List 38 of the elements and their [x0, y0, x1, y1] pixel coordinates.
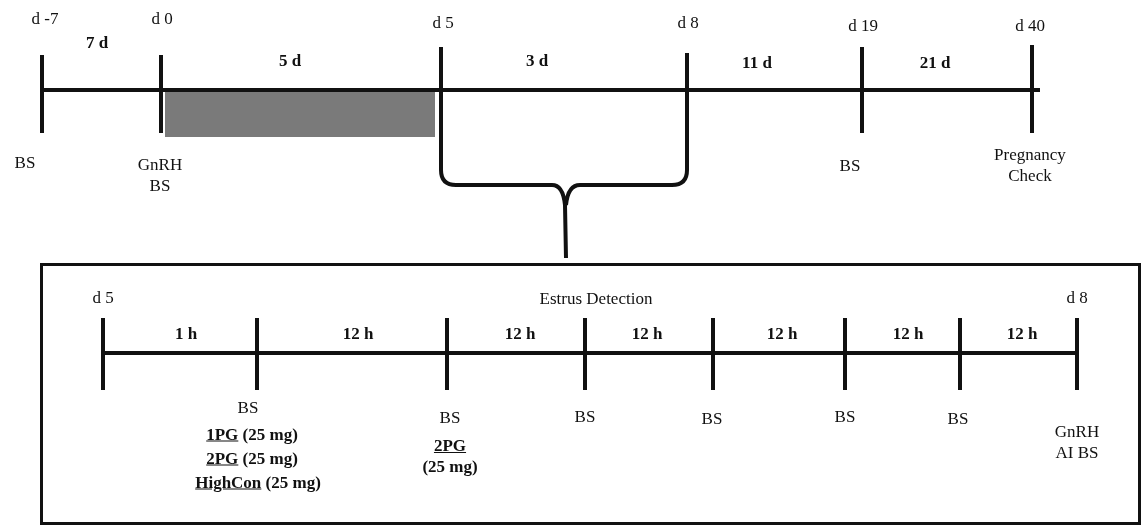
duration-label: 12 h	[631, 322, 663, 344]
event-label: GnRH AI BS	[1054, 421, 1100, 463]
event-label: BS	[574, 405, 596, 427]
panel-frame	[40, 263, 1141, 525]
event-label: Pregnancy Check	[994, 144, 1066, 186]
event-label: BS	[14, 151, 36, 173]
event-label: BS	[834, 405, 856, 427]
duration-label: 7 d	[85, 31, 109, 53]
duration-label: 1 h	[174, 322, 198, 344]
day-label: d 5	[92, 286, 114, 308]
event-label: BS	[947, 407, 969, 429]
duration-label: 3 d	[525, 49, 549, 71]
treatment-label: 2PG (25 mg)	[206, 447, 298, 469]
event-label: BS	[439, 406, 461, 428]
treatment-label: 2PG (25 mg)	[422, 435, 478, 477]
day-label: d 19	[848, 14, 878, 36]
day-label: d 5	[432, 11, 454, 33]
day-label: d 8	[1066, 286, 1088, 308]
duration-label: 5 d	[278, 49, 302, 71]
treatment-label: 1PG (25 mg)	[206, 423, 298, 445]
duration-label: 21 d	[919, 51, 951, 73]
event-label: BS	[237, 396, 259, 418]
day-label: d 0	[151, 7, 173, 29]
treatment-bar	[165, 91, 435, 137]
duration-label: 12 h	[1006, 322, 1038, 344]
panel-title: Estrus Detection	[539, 289, 653, 309]
duration-label: 12 h	[892, 322, 924, 344]
duration-label: 12 h	[342, 322, 374, 344]
day-label: d 40	[1015, 14, 1045, 36]
event-label: BS	[839, 154, 861, 176]
event-label: GnRH BS	[137, 154, 183, 196]
day-label: d 8	[677, 11, 699, 33]
treatment-label: HighCon (25 mg)	[195, 471, 321, 493]
event-label: BS	[701, 407, 723, 429]
duration-label: 12 h	[766, 322, 798, 344]
day-label: d -7	[31, 7, 59, 29]
duration-label: 12 h	[504, 322, 536, 344]
duration-label: 11 d	[742, 51, 772, 73]
